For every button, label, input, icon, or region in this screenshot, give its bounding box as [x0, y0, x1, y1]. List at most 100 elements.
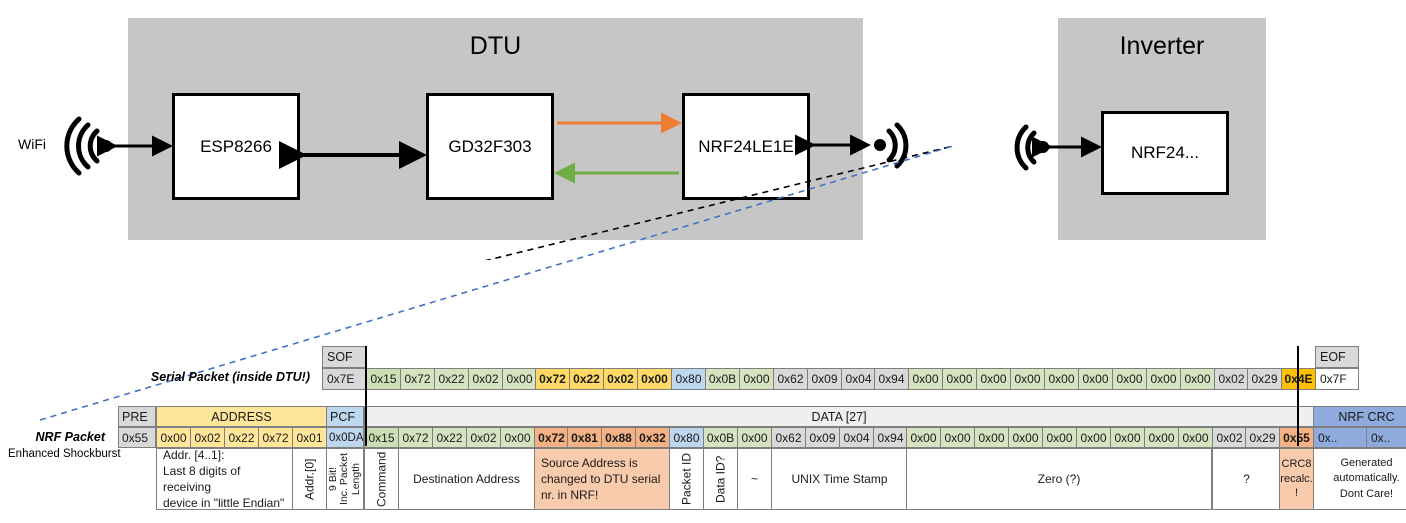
nrf-byte-26: 0x29: [1245, 427, 1280, 448]
serial-byte-2: 0x22: [434, 368, 469, 390]
serial-eof-header: EOF: [1315, 346, 1359, 368]
nrf-packet-sublabel: Enhanced Shockburst: [8, 448, 121, 460]
serial-byte-21: 0x00: [1078, 368, 1113, 390]
wifi-antenna-icon: [64, 116, 112, 176]
desc-packet-id: Packet ID: [669, 448, 704, 510]
dtu-title: DTU: [469, 32, 522, 60]
nrf-address-byte-0: 0x00: [156, 427, 191, 448]
chip-nrf24-label: NRF24...: [1130, 143, 1200, 162]
nrf-byte-6: 0x81: [567, 427, 602, 448]
serial-byte-12: 0x62: [773, 368, 808, 390]
desc-data-id: Data ID?: [703, 448, 738, 510]
desc-question: ?: [1212, 448, 1281, 510]
nrf-byte-5: 0x72: [534, 427, 569, 448]
nrf-address-byte-4: 0x01: [292, 427, 327, 448]
nrf-byte-15: 0x94: [873, 427, 908, 448]
serial-sof-value: 0x7E: [322, 368, 366, 390]
nrf-byte-1: 0x72: [398, 427, 433, 448]
nrf-pre-header: PRE: [118, 406, 156, 427]
desc-addr0: Addr.[0]: [292, 448, 327, 510]
wifi-label: WiFi: [18, 136, 46, 152]
inverter-rf-antenna-icon: [1014, 124, 1049, 171]
nrf-pcf-value: 0x0DA: [326, 427, 364, 448]
nrf-address-byte-3: 0x72: [258, 427, 293, 448]
nrf-byte-2: 0x22: [432, 427, 467, 448]
nrf-byte-17: 0x00: [940, 427, 975, 448]
nrf-pre-value: 0x55: [118, 427, 156, 448]
nrf-byte-0: 0x15: [364, 427, 399, 448]
nrf-crc-header: NRF CRC: [1313, 406, 1406, 427]
desc-tilde: ~: [737, 448, 772, 510]
serial-byte-22: 0x00: [1112, 368, 1147, 390]
nrf-byte-19: 0x00: [1008, 427, 1043, 448]
serial-packet-label: Serial Packet (inside DTU!): [150, 370, 310, 384]
serial-byte-15: 0x94: [874, 368, 909, 390]
desc-zero: Zero (?): [906, 448, 1212, 510]
serial-eof-value: 0x7F: [1315, 368, 1359, 390]
inverter-enclosure: Inverter: [1058, 18, 1266, 240]
nrf-crc-byte-1: 0x..: [1366, 427, 1406, 448]
chip-nrf24le1e-label: NRF24LE1E: [698, 136, 794, 156]
nrf-byte-9: 0x80: [669, 427, 704, 448]
packet-tables: Serial Packet (inside DTU!) NRF Packet E…: [0, 330, 1406, 523]
nrf-address-header: ADDRESS: [156, 406, 327, 427]
serial-byte-14: 0x04: [841, 368, 876, 390]
serial-byte-4: 0x00: [502, 368, 537, 390]
serial-byte-3: 0x02: [468, 368, 503, 390]
nrf-byte-13: 0x09: [805, 427, 840, 448]
serial-byte-13: 0x09: [807, 368, 842, 390]
serial-sof-header: SOF: [322, 346, 366, 368]
nrf-address-byte-2: 0x22: [224, 427, 259, 448]
nrf-byte-4: 0x00: [500, 427, 535, 448]
desc-destination: Destination Address: [398, 448, 535, 510]
nrf-byte-20: 0x00: [1042, 427, 1077, 448]
nrf-pcf-header: PCF: [326, 406, 364, 427]
nrf-byte-24: 0x00: [1178, 427, 1213, 448]
chip-nrf24: NRF24...: [1101, 111, 1229, 195]
nrf-data-header: DATA [27]: [364, 406, 1314, 427]
serial-byte-16: 0x00: [908, 368, 943, 390]
serial-section-divider-left: [365, 346, 367, 446]
serial-byte-18: 0x00: [976, 368, 1011, 390]
chip-gd32f303-label: GD32F303: [448, 136, 532, 156]
serial-byte-5: 0x72: [535, 368, 570, 390]
serial-byte-26: 0x29: [1247, 368, 1282, 390]
serial-byte-17: 0x00: [942, 368, 977, 390]
chip-esp8266: ESP8266: [172, 93, 300, 200]
serial-byte-7: 0x02: [603, 368, 638, 390]
inverter-title: Inverter: [1119, 32, 1205, 60]
nrf-byte-16: 0x00: [906, 427, 941, 448]
serial-byte-24: 0x00: [1180, 368, 1215, 390]
desc-command: Command: [364, 448, 399, 510]
serial-byte-23: 0x00: [1146, 368, 1181, 390]
nrf-byte-25: 0x02: [1212, 427, 1247, 448]
serial-byte-10: 0x0B: [705, 368, 740, 390]
serial-byte-6: 0x22: [569, 368, 604, 390]
chip-gd32f303: GD32F303: [426, 93, 554, 200]
serial-byte-11: 0x00: [739, 368, 774, 390]
nrf-byte-27: 0x55: [1279, 427, 1314, 448]
nrf-byte-10: 0x0B: [703, 427, 738, 448]
chip-nrf24le1e: NRF24LE1E: [682, 93, 810, 200]
block-diagram: DTU Inverter ESP8266 GD32F303 NRF24LE1E …: [0, 0, 1406, 260]
nrf-byte-21: 0x00: [1076, 427, 1111, 448]
nrf-address-byte-1: 0x02: [190, 427, 225, 448]
nrf-byte-11: 0x00: [737, 427, 772, 448]
serial-byte-19: 0x00: [1010, 368, 1045, 390]
nrf-byte-22: 0x00: [1110, 427, 1145, 448]
desc-unix-timestamp: UNIX Time Stamp: [771, 448, 908, 510]
serial-byte-0: 0x15: [366, 368, 401, 390]
nrf-byte-14: 0x04: [839, 427, 874, 448]
nrf-byte-18: 0x00: [974, 427, 1009, 448]
serial-byte-1: 0x72: [400, 368, 435, 390]
nrf-byte-7: 0x88: [601, 427, 636, 448]
serial-byte-9: 0x80: [671, 368, 706, 390]
serial-byte-25: 0x02: [1214, 368, 1249, 390]
serial-section-divider-right: [1297, 346, 1299, 446]
nrf-byte-12: 0x62: [771, 427, 806, 448]
serial-byte-8: 0x00: [637, 368, 672, 390]
